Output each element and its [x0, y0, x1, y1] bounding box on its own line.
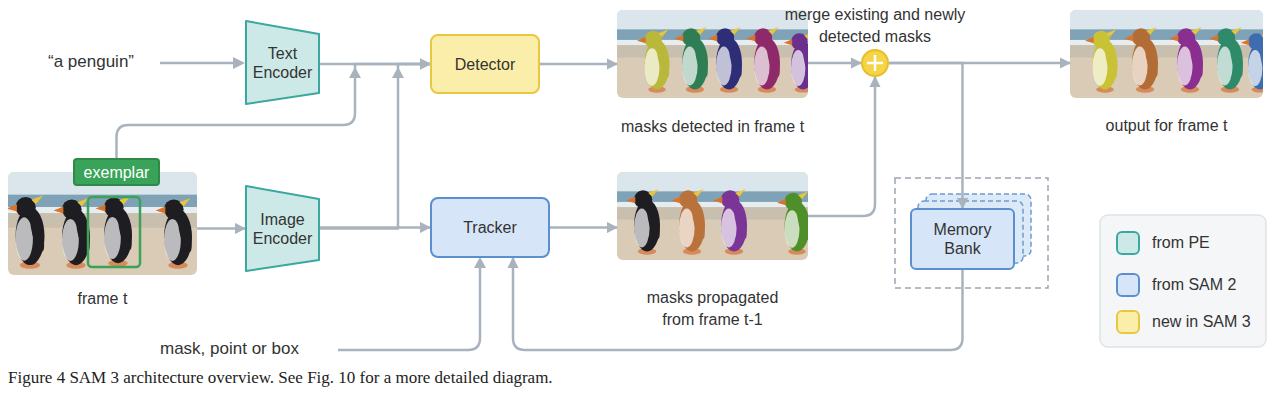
tracker-box: Tracker [430, 197, 550, 258]
connector-arrow [320, 226, 430, 229]
caption-text: frame t [28, 288, 178, 310]
connector-arrow [320, 64, 430, 229]
node-label: exemplar [82, 163, 152, 182]
mask-image: masks propagated from frame t-1 [617, 172, 808, 260]
trapezoid-outline [245, 185, 320, 272]
detector-box: Detector [430, 34, 540, 94]
caption-text: masks propagated from frame t-1 [638, 287, 788, 331]
propagated-masks-image [617, 172, 812, 260]
node-label: Tracker [461, 218, 519, 237]
exemplar-box [88, 197, 140, 267]
prompt-type-text: mask, point or box [160, 339, 299, 359]
input-frame-image [7, 172, 197, 275]
exemplar-tag: exemplar [73, 158, 160, 186]
legend-text: new in SAM 3 [1152, 310, 1251, 334]
arrow-head [474, 257, 486, 268]
arrow-head [233, 57, 245, 69]
connector-arrow [889, 63, 963, 208]
trapezoid-outline [245, 20, 320, 105]
memory-container [895, 178, 1048, 288]
prompt-wire [338, 266, 480, 350]
figure-caption: Figure 4 SAM 3 architecture overview. Se… [8, 368, 553, 388]
encoder-trapezoid: Text Encoder [245, 20, 320, 105]
trapezoid-shape [246, 186, 319, 271]
connector-arrow [197, 227, 245, 230]
legend-text: from PE [1152, 231, 1210, 255]
detected-masks-image [617, 10, 817, 98]
memory-bank-box: Memory Bank [910, 208, 1015, 270]
legend-panel [1100, 215, 1266, 347]
connector-arrow [808, 62, 861, 65]
legend-text: from SAM 2 [1152, 273, 1236, 297]
connector-arrow [540, 63, 617, 66]
output-image [1070, 10, 1273, 98]
merge-node: merge existing and newly detected masks [861, 49, 889, 77]
prompt-wire [160, 62, 242, 65]
output-image: output for frame t [1070, 10, 1263, 98]
node-label: Image Encoder [245, 210, 320, 248]
input-frame: frame texemplar [8, 172, 197, 275]
node-label: Memory Bank [912, 220, 1013, 258]
plus-stroke [867, 62, 883, 65]
prompt-text: “a penguin” [48, 52, 134, 72]
legend-swatch [1116, 310, 1140, 334]
encoder-trapezoid: Image Encoder [245, 185, 320, 272]
caption-text: merge existing and newly detected masks [780, 4, 970, 48]
legend-swatch [1116, 273, 1140, 297]
connector-arrow [550, 226, 617, 229]
node-label: Text Encoder [245, 44, 320, 82]
node-label: Detector [453, 55, 517, 74]
trapezoid-shape [246, 21, 319, 104]
caption-text: masks detected in frame t [583, 116, 843, 138]
connector-arrow [513, 258, 963, 350]
connector-arrow [808, 77, 875, 216]
plus-symbol [863, 51, 887, 75]
legend-swatch [1116, 231, 1140, 255]
caption-text: output for frame t [1057, 115, 1273, 137]
mask-image: masks detected in frame t [617, 10, 808, 98]
